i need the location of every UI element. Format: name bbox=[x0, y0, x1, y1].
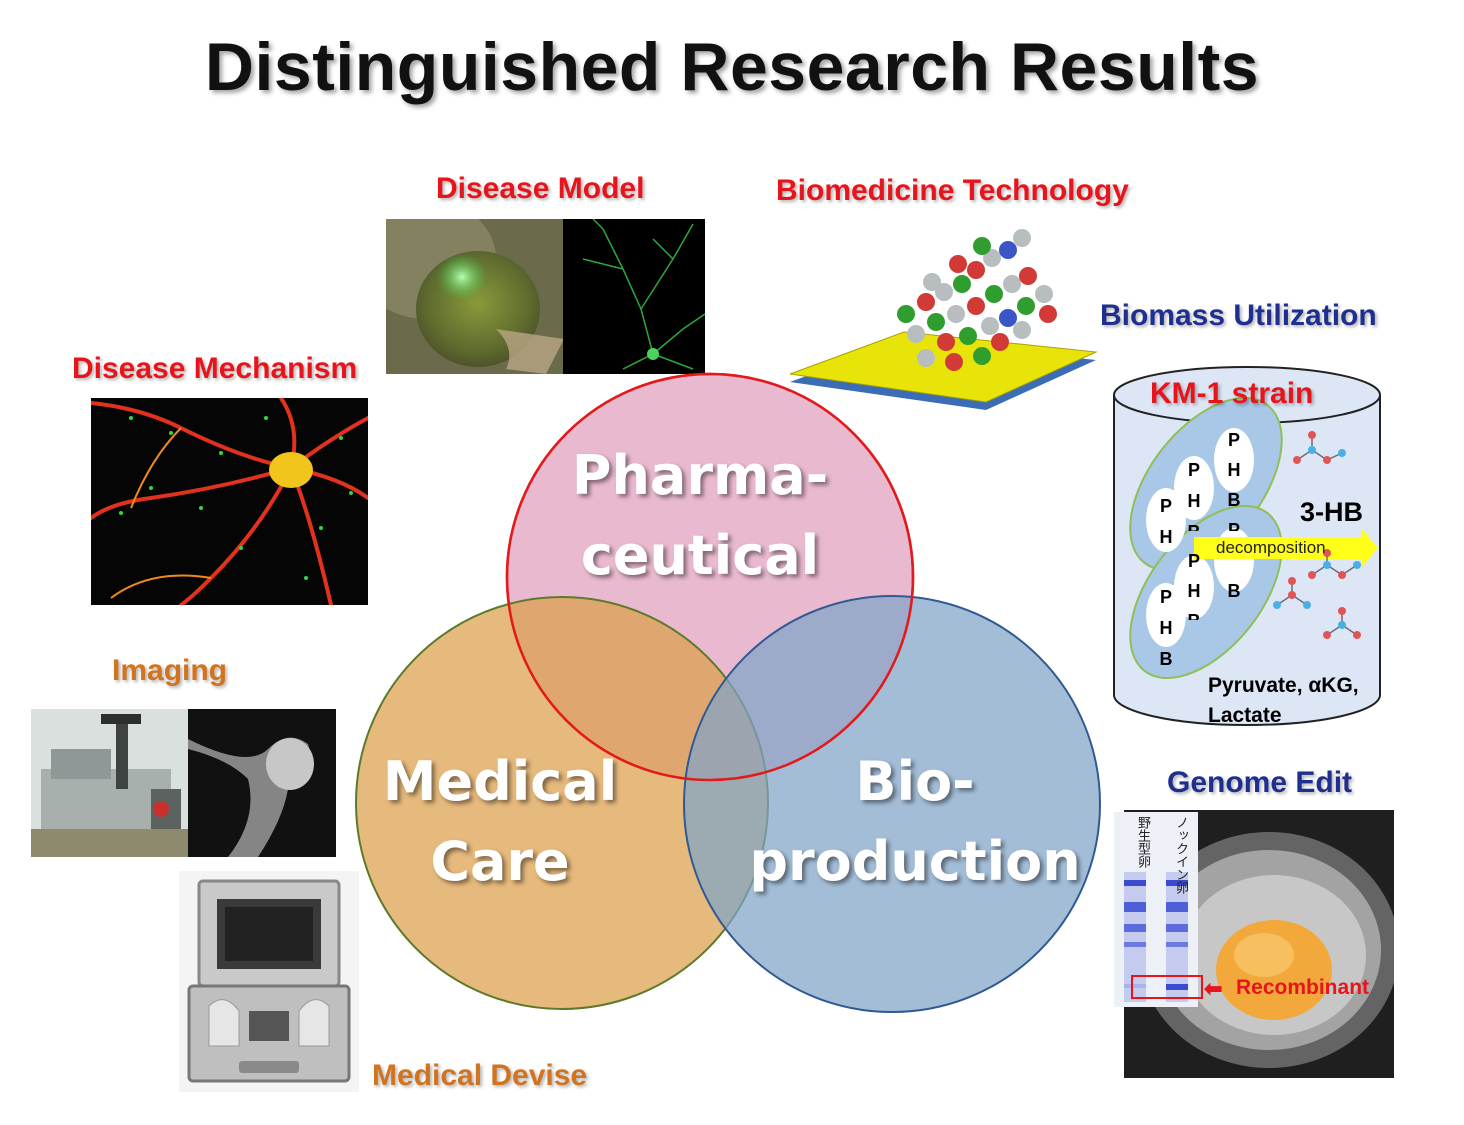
phb-letter: H bbox=[1159, 527, 1173, 547]
phb-granule-2: PHB bbox=[1186, 455, 1202, 531]
phb-letter: P bbox=[1227, 430, 1240, 450]
disease-mechanism-label: Disease Mechanism bbox=[72, 352, 358, 385]
neuron-mechanism-photo bbox=[91, 398, 368, 605]
genome-edit-label: Genome Edit bbox=[1167, 766, 1353, 799]
medical-devise-label: Medical Devise bbox=[372, 1059, 588, 1092]
phb-letter: P bbox=[1159, 587, 1172, 607]
page-title: Distinguished Research Results bbox=[204, 29, 1260, 105]
medical-line1: Medical bbox=[382, 750, 618, 813]
phb-letter: B bbox=[1227, 581, 1241, 601]
venn-label-medical-care: Medical Care bbox=[320, 742, 680, 902]
bio-line1: Bio- bbox=[855, 750, 975, 813]
embryo-photo bbox=[386, 219, 564, 374]
neuron-green-photo bbox=[563, 219, 705, 374]
product-3hb-label: 3-HB bbox=[1300, 497, 1364, 527]
phb-letter: H bbox=[1227, 460, 1241, 480]
phb-letter: B bbox=[1186, 517, 1202, 531]
medical-device-photo bbox=[179, 871, 359, 1092]
phb-letter: H bbox=[1159, 618, 1173, 638]
phb-granule-4: HB bbox=[1226, 546, 1242, 606]
venn-label-bio-production: Bio- production bbox=[735, 742, 1095, 902]
biomass-utilization-label: Biomass Utilization bbox=[1100, 299, 1377, 332]
km1-strain-title: KM-1 strain bbox=[1150, 377, 1314, 410]
phb-letter: H bbox=[1187, 491, 1201, 511]
growth-cone-photo bbox=[188, 709, 336, 857]
biomedicine-technology-label: Biomedicine Technology bbox=[776, 174, 1129, 207]
carbon-sources-line1: Pyruvate, αKG, bbox=[1208, 674, 1359, 697]
phb-granule-5: PHB bbox=[1186, 546, 1202, 620]
bio-line2: production bbox=[749, 830, 1081, 893]
carbon-sources-line2: Lactate bbox=[1208, 704, 1282, 727]
recombinant-label: Recombinant bbox=[1236, 976, 1370, 999]
carbon-sources-label: Pyruvate, αKG, Lactate bbox=[1208, 671, 1359, 731]
phb-letter: B bbox=[1186, 606, 1202, 620]
protein-gel-inset: 野生型卵 ノックイン卵 bbox=[1114, 812, 1198, 1007]
disease-model-label: Disease Model bbox=[436, 172, 645, 205]
phb-letter: P bbox=[1187, 551, 1200, 571]
phb-letter: B bbox=[1159, 649, 1173, 669]
imaging-label: Imaging bbox=[112, 654, 228, 687]
gel-lane-label-wild: 野生型卵 bbox=[1136, 816, 1151, 868]
phb-letter: P bbox=[1159, 496, 1172, 516]
pharma-line1: Pharma- bbox=[571, 444, 829, 507]
recombinant-arrow-icon: ⬅ bbox=[1204, 976, 1223, 1001]
venn-label-pharmaceutical: Pharma- ceutical bbox=[500, 436, 900, 596]
recombinant-band-box bbox=[1131, 975, 1203, 999]
phb-letter: H bbox=[1187, 581, 1201, 601]
phb-letter: B bbox=[1227, 490, 1241, 510]
phb-letter: P bbox=[1187, 460, 1200, 480]
decomposition-arrow-label: decomposition bbox=[1216, 538, 1326, 557]
gel-lane-label-knockin: ノックイン卵 bbox=[1174, 816, 1189, 894]
medical-line2: Care bbox=[430, 830, 570, 893]
microscope-photo bbox=[31, 709, 188, 857]
phb-letter: P bbox=[1227, 520, 1240, 531]
pharma-line2: ceutical bbox=[580, 524, 820, 587]
